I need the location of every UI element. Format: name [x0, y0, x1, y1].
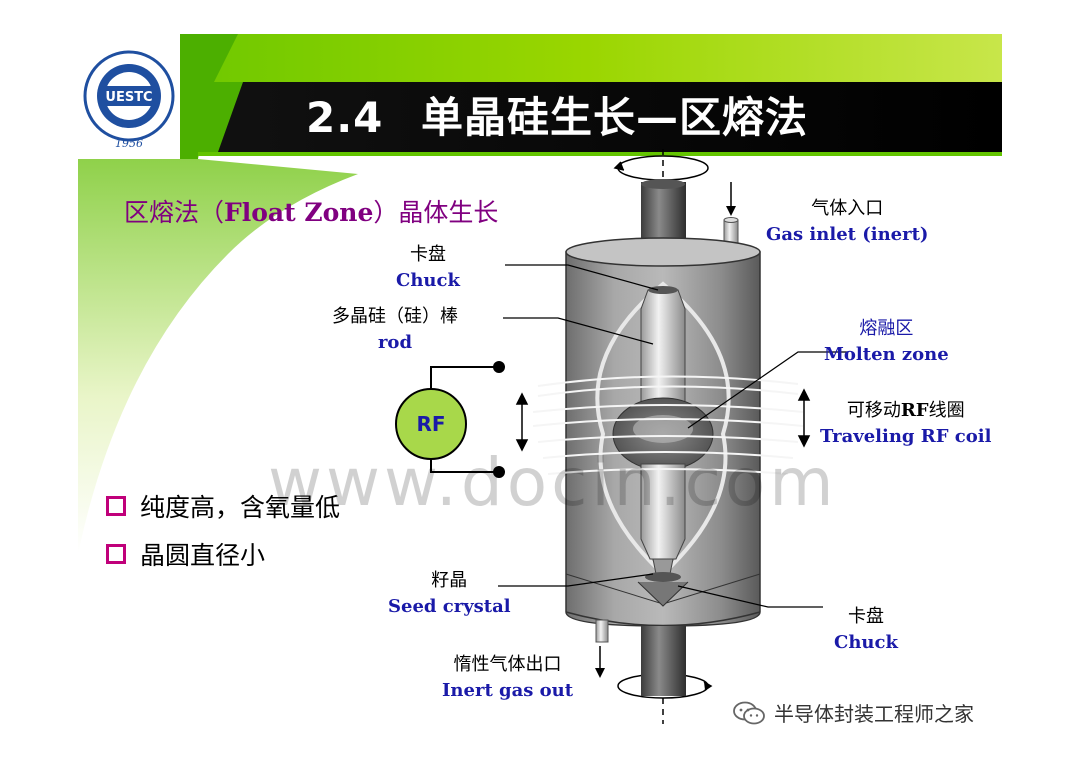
coil-travel-arrow-left: [515, 392, 529, 452]
uestc-logo: UESTC 1956: [78, 34, 180, 159]
bullet-square-icon: [106, 496, 126, 516]
title-text: 单晶硅生长—区熔法: [421, 93, 809, 142]
rf-terminal-top: [493, 361, 505, 373]
label-gas-out: 惰性气体出口 Inert gas out: [442, 654, 574, 701]
seed-holder: [645, 572, 681, 582]
subtitle: 区熔法（Float Zone）晶体生长: [124, 193, 498, 229]
label-chuck-bottom: 卡盘 Chuck: [834, 606, 898, 653]
bullet-list: 纯度高，含氧量低 晶圆直径小: [106, 482, 340, 578]
gas-outlet-pipe: [595, 619, 609, 643]
subtitle-en: Float Zone: [224, 198, 374, 227]
coil-travel-arrow-right: [797, 388, 811, 448]
watermark: www.docin.com: [268, 444, 838, 521]
wechat-icon: [733, 701, 765, 724]
label-gas-inlet: 气体入口 Gas inlet (inert): [766, 198, 929, 245]
label-chuck-top: 卡盘 Chuck: [396, 244, 460, 291]
bullet-item: 晶圆直径小: [106, 530, 340, 578]
bullet-square-icon: [106, 544, 126, 564]
subtitle-zh-end: ）晶体生长: [373, 198, 499, 227]
rf-terminal-bottom: [493, 466, 505, 478]
label-seed-crystal: 籽晶 Seed crystal: [388, 570, 511, 617]
footer-text: 半导体封装工程师之家: [774, 702, 974, 726]
title-number: 2.4: [306, 93, 384, 142]
svg-text:UESTC: UESTC: [105, 90, 152, 105]
single-crystal: [640, 463, 686, 560]
slide: UESTC 1956 2.4 单晶硅生长—区熔法 区熔法（Float Zone）…: [78, 34, 1002, 728]
rf-generator: [395, 388, 467, 460]
rf-coil: [532, 375, 804, 475]
bullet-item: 纯度高，含氧量低: [106, 482, 340, 530]
rf-generator-label: RF: [416, 412, 445, 436]
bottom-shaft: [641, 626, 686, 696]
slide-title: 2.4 单晶硅生长—区熔法: [306, 84, 808, 145]
footer-source: 半导体封装工程师之家: [732, 698, 974, 727]
svg-text:1956: 1956: [115, 137, 143, 150]
label-molten-zone: 熔融区 Molten zone: [824, 318, 949, 365]
subtitle-zh-start: 区熔法（: [124, 198, 225, 227]
leader-lines: [498, 264, 848, 608]
float-zone-diagram: RF: [395, 149, 848, 724]
label-rod: 多晶硅（硅）棒 rod: [332, 306, 458, 353]
label-rf-coil: 可移动RF线圈 Traveling RF coil: [820, 400, 992, 447]
